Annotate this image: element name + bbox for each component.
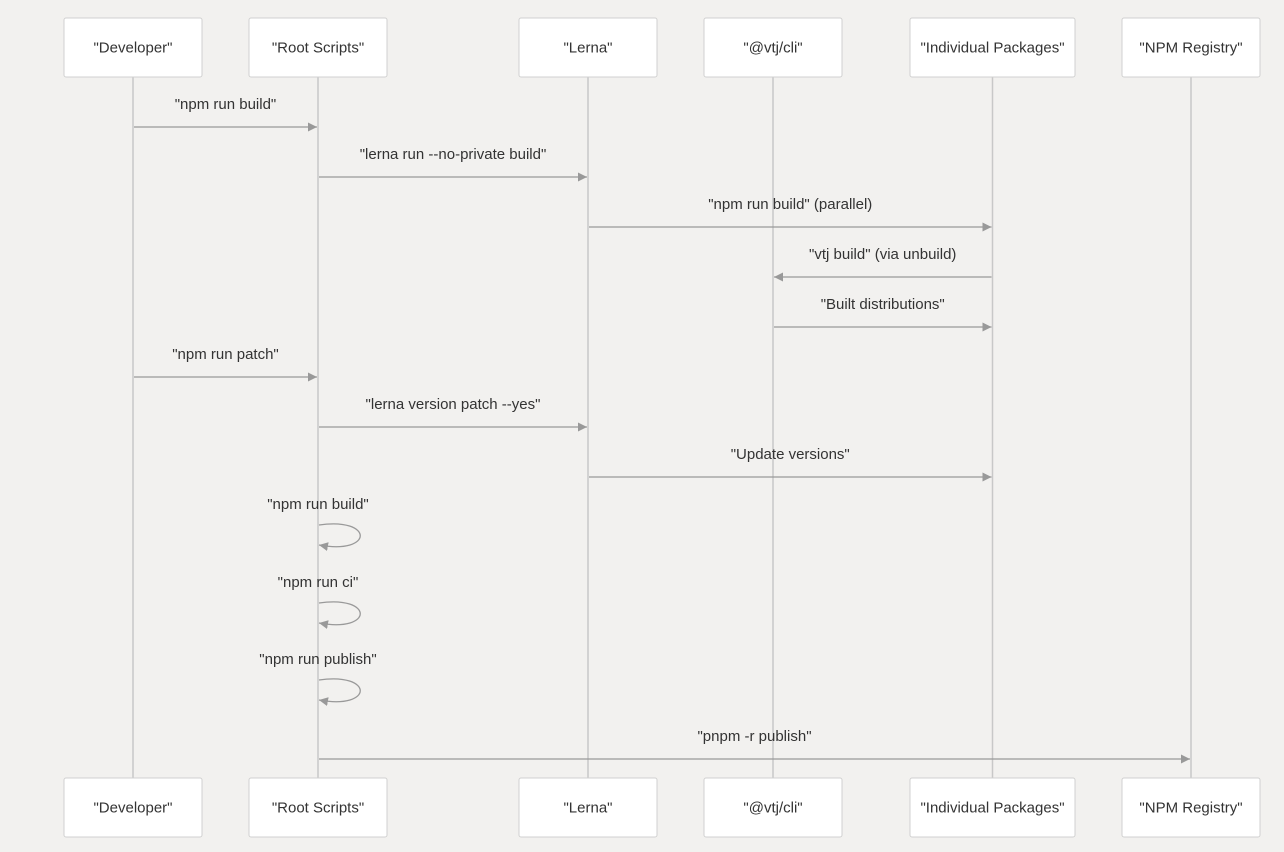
message-label: "npm run build" (parallel) — [708, 196, 872, 213]
actor-label: "@vtj/cli" — [743, 39, 802, 56]
message-label: "npm run build" — [175, 96, 277, 113]
lifelines — [132, 77, 1192, 778]
message-label: "npm run build" — [267, 496, 369, 513]
actor-box — [703, 17, 843, 78]
message-label: "vtj build" (via unbuild) — [809, 246, 956, 263]
message-loop-arrow — [318, 678, 361, 707]
actor-root-bottom: "Root Scripts" — [248, 777, 388, 838]
message-loop-arrow — [318, 523, 361, 552]
actor-box — [518, 17, 658, 78]
message-label: "pnpm -r publish" — [697, 728, 811, 745]
message-label: "npm run publish" — [259, 651, 376, 668]
actor-label: "Developer" — [93, 39, 172, 56]
actors-bottom: "Developer" "Root Scripts" "Lerna" "@vtj/cl… — [63, 777, 1261, 838]
actor-root-top: "Root Scripts" — [248, 17, 388, 78]
message-8: "npm run build" — [267, 496, 369, 552]
message-4: "Built distributions" — [774, 296, 992, 332]
message-1: "lerna run --no-private build" — [319, 146, 587, 182]
message-10: "npm run publish" — [259, 651, 377, 707]
actor-label: "Lerna" — [563, 799, 612, 816]
actor-label: "Root Scripts" — [272, 799, 364, 816]
actor-box — [248, 17, 388, 78]
actor-pkgs-bottom: "Individual Packages" — [909, 777, 1076, 838]
actor-lerna-bottom: "Lerna" — [518, 777, 658, 838]
actor-box — [1121, 777, 1261, 838]
message-label: "Update versions" — [731, 446, 850, 463]
actor-box — [909, 17, 1076, 78]
actor-label: "@vtj/cli" — [743, 799, 802, 816]
actor-npm-bottom: "NPM Registry" — [1121, 777, 1261, 838]
message-label: "Built distributions" — [821, 296, 945, 313]
message-loop-arrow — [318, 601, 361, 630]
message-9: "npm run ci" — [278, 574, 361, 630]
actor-dev-top: "Developer" — [63, 17, 203, 78]
actor-box — [248, 777, 388, 838]
actor-box — [703, 777, 843, 838]
actor-npm-top: "NPM Registry" — [1121, 17, 1261, 78]
actors-top: "Developer" "Root Scripts" "Lerna" "@vtj/cl… — [63, 17, 1261, 78]
actor-cli-bottom: "@vtj/cli" — [703, 777, 843, 838]
actor-label: "NPM Registry" — [1139, 799, 1242, 816]
actor-box — [518, 777, 658, 838]
message-label: "lerna version patch --yes" — [366, 396, 541, 413]
message-label: "lerna run --no-private build" — [360, 146, 547, 163]
actor-label: "Individual Packages" — [920, 39, 1064, 56]
message-2: "npm run build" (parallel) — [589, 196, 992, 232]
messages: "npm run build" "lerna run --no-private b… — [134, 96, 1190, 764]
message-11: "pnpm -r publish" — [319, 728, 1190, 764]
message-0: "npm run build" — [134, 96, 317, 132]
actor-label: "NPM Registry" — [1139, 39, 1242, 56]
message-6: "lerna version patch --yes" — [319, 396, 587, 432]
actor-box — [63, 777, 203, 838]
message-label: "npm run patch" — [172, 346, 279, 363]
actor-box — [909, 777, 1076, 838]
message-7: "Update versions" — [589, 446, 992, 482]
actor-cli-top: "@vtj/cli" — [703, 17, 843, 78]
actor-pkgs-top: "Individual Packages" — [909, 17, 1076, 78]
actor-label: "Individual Packages" — [920, 799, 1064, 816]
message-5: "npm run patch" — [134, 346, 317, 382]
actor-dev-bottom: "Developer" — [63, 777, 203, 838]
message-3: "vtj build" (via unbuild) — [774, 246, 992, 282]
message-label: "npm run ci" — [278, 574, 359, 591]
actor-label: "Root Scripts" — [272, 39, 364, 56]
actor-box — [1121, 17, 1261, 78]
actor-box — [63, 17, 203, 78]
actor-label: "Developer" — [93, 799, 172, 816]
actor-label: "Lerna" — [563, 39, 612, 56]
actor-lerna-top: "Lerna" — [518, 17, 658, 78]
